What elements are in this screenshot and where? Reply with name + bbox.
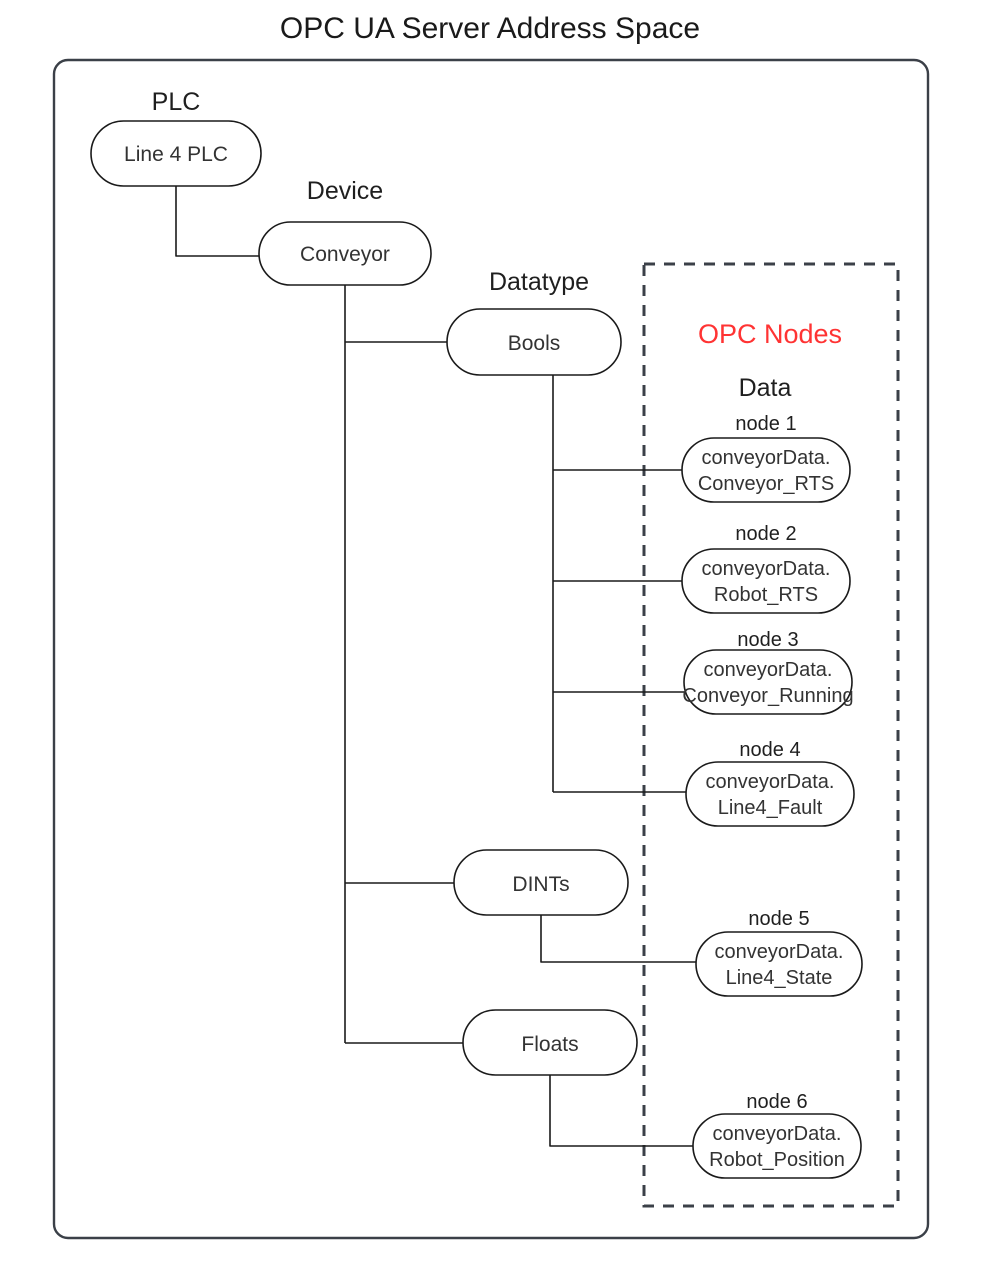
legend-opc-nodes: OPC Nodes	[698, 319, 842, 349]
opc-node-3[interactable]: node 3 conveyorData. Conveyor_Running	[682, 629, 854, 715]
opc-nodes-region	[642, 262, 900, 1208]
node-plc-label: Line 4 PLC	[124, 143, 228, 166]
opc-node-4-caption: node 4	[739, 739, 800, 761]
node-dints-label: DINTs	[512, 873, 569, 896]
opc-node-6-line2: Robot_Position	[709, 1149, 845, 1171]
opc-node-2[interactable]: node 2 conveyorData. Robot_RTS	[681, 523, 851, 614]
opc-node-1-line2: Conveyor_RTS	[698, 473, 834, 495]
opc-node-4[interactable]: node 4 conveyorData. Line4_Fault	[685, 739, 855, 827]
opc-node-6-shape	[692, 1113, 862, 1179]
edge-plc-to-conveyor	[175, 186, 259, 257]
opc-node-1-shape	[681, 437, 851, 503]
opc-node-5-caption: node 5	[748, 908, 809, 930]
node-floats-label: Floats	[521, 1033, 578, 1056]
opc-node-1-line1: conveyorData.	[702, 447, 831, 469]
opc-node-3-line2: Conveyor_Running	[682, 685, 853, 707]
opc-node-4-line1: conveyorData.	[706, 771, 835, 793]
opc-node-1-caption: node 1	[735, 413, 796, 435]
opc-node-5-line2: Line4_State	[726, 967, 833, 989]
node-dints-shape	[453, 849, 629, 916]
opc-node-6[interactable]: node 6 conveyorData. Robot_Position	[692, 1091, 862, 1179]
page-title: OPC UA Server Address Space	[280, 12, 700, 45]
caption-plc: PLC	[152, 88, 201, 116]
opc-node-6-caption: node 6	[746, 1091, 807, 1113]
node-plc[interactable]: Line 4 PLC	[90, 120, 262, 187]
node-floats-shape	[462, 1009, 638, 1076]
opc-node-2-line2: Robot_RTS	[714, 584, 818, 606]
node-bools-label: Bools	[508, 332, 561, 355]
node-datatype-bools[interactable]: Bools	[446, 308, 622, 376]
opc-node-5[interactable]: node 5 conveyorData. Line4_State	[695, 908, 863, 997]
edge-floats-to-node6	[549, 1075, 694, 1147]
opc-node-6-line1: conveyorData.	[713, 1123, 842, 1145]
node-device-conveyor[interactable]: Conveyor	[258, 221, 432, 286]
opc-node-3-shape	[683, 649, 853, 715]
node-datatype-floats[interactable]: Floats	[462, 1009, 638, 1076]
legend-data: Data	[739, 374, 792, 402]
node-bools-shape	[446, 308, 622, 376]
opc-node-3-line1: conveyorData.	[704, 659, 833, 681]
opc-node-2-caption: node 2	[735, 523, 796, 545]
caption-device: Device	[307, 177, 383, 205]
node-plc-shape	[90, 120, 262, 187]
opc-node-2-line1: conveyorData.	[702, 558, 831, 580]
opc-node-5-line1: conveyorData.	[715, 941, 844, 963]
opc-node-4-shape	[685, 761, 855, 827]
opc-node-2-shape	[681, 548, 851, 614]
node-datatype-dints[interactable]: DINTs	[453, 849, 629, 916]
opc-node-1[interactable]: node 1 conveyorData. Conveyor_RTS	[681, 413, 851, 503]
opc-node-3-caption: node 3	[737, 629, 798, 651]
caption-datatype: Datatype	[489, 268, 589, 296]
edge-dints-to-node5	[540, 915, 697, 963]
opc-node-5-shape	[695, 931, 863, 997]
opc-node-4-line2: Line4_Fault	[718, 797, 823, 819]
node-device-shape	[258, 221, 432, 286]
node-device-label: Conveyor	[300, 243, 390, 266]
